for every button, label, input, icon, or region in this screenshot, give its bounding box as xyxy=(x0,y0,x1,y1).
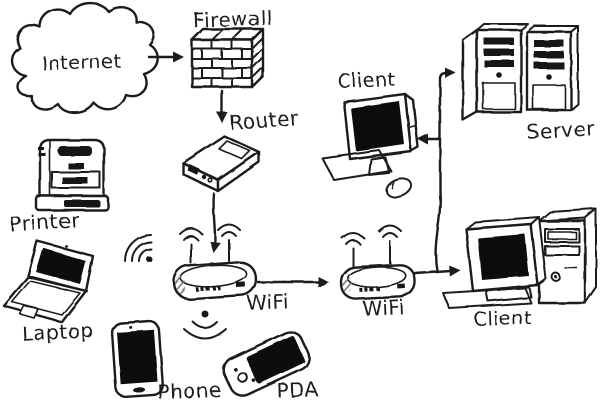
client-bottom-label: Client xyxy=(473,307,532,331)
internet-label: Internet xyxy=(42,51,122,76)
pda-label: PDA xyxy=(276,377,319,400)
wifi-signal-to-phone-icon xyxy=(183,310,227,340)
desktop-tower-icon xyxy=(442,208,597,309)
smartphone-icon xyxy=(110,319,164,399)
node-internet: Internet xyxy=(10,1,159,115)
pda-icon xyxy=(222,330,311,397)
edge-wifi-client-bottom xyxy=(413,265,460,277)
wireless-router-icon xyxy=(172,223,258,300)
wifi-right-label: WiFi xyxy=(362,295,405,320)
router-box-icon xyxy=(181,134,261,193)
desktop-computer-icon xyxy=(321,92,420,199)
laptop-icon xyxy=(2,239,95,324)
node-router: Router xyxy=(181,106,299,193)
node-wifi-right: WiFi xyxy=(339,224,417,321)
node-printer: Printer xyxy=(9,138,110,237)
wireless-router-icon xyxy=(339,224,417,301)
server-label: Server xyxy=(526,116,596,144)
wifi-center-label: WiFi xyxy=(246,289,289,314)
node-server: Server xyxy=(461,23,596,144)
server-towers-icon xyxy=(461,23,579,122)
printer-icon xyxy=(34,138,110,212)
edge-riser-to-server xyxy=(434,67,456,273)
node-phone: Phone xyxy=(110,319,222,400)
cloud-icon xyxy=(10,1,159,115)
laptop-label: Laptop xyxy=(21,318,94,346)
edge-router-wifi xyxy=(209,192,221,253)
node-wifi-center: WiFi xyxy=(172,223,289,315)
phone-label: Phone xyxy=(157,378,222,400)
client-top-label: Client xyxy=(337,69,396,93)
connections xyxy=(147,51,460,288)
wifi-signal-to-laptop-icon xyxy=(124,234,152,262)
printer-label: Printer xyxy=(9,208,81,237)
node-pda: PDA xyxy=(222,330,319,400)
router-label: Router xyxy=(228,106,299,135)
node-laptop: Laptop xyxy=(2,239,95,346)
brick-wall-icon xyxy=(190,27,265,89)
node-client-bottom: Client xyxy=(442,208,597,331)
node-client-top: Client xyxy=(321,69,420,199)
node-firewall: Firewall xyxy=(190,6,273,89)
